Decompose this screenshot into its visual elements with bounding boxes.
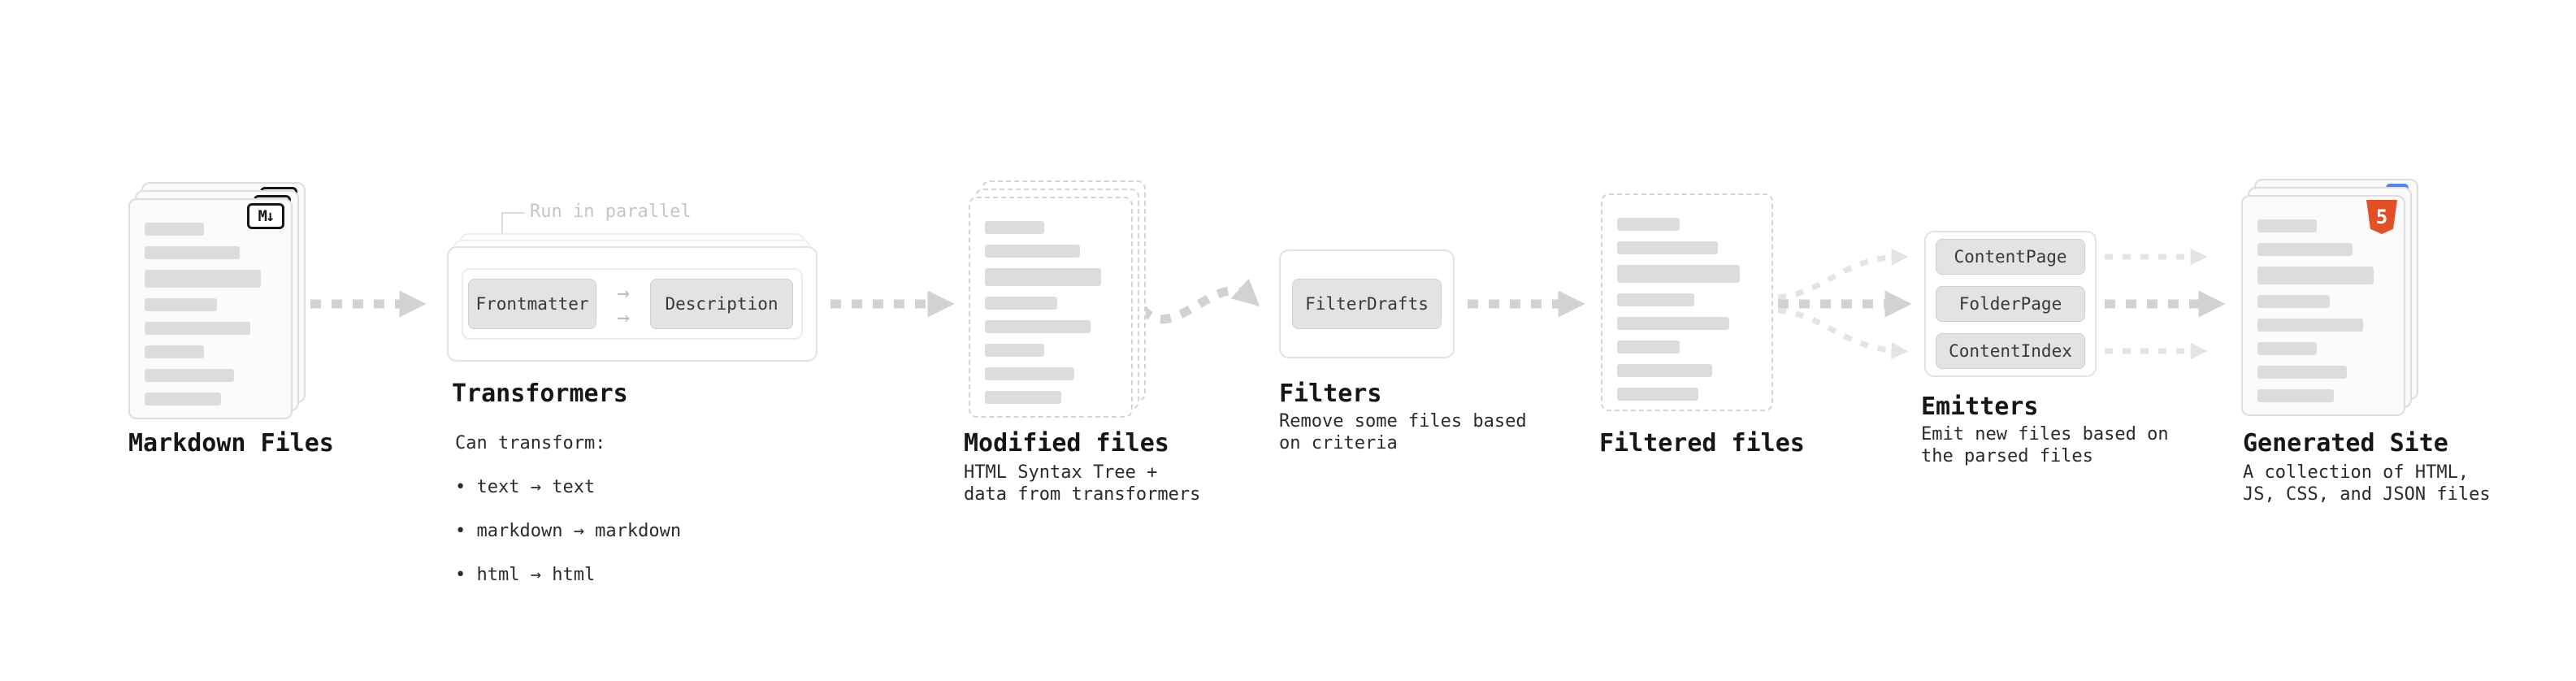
stack-layer (462, 268, 803, 340)
text-line (2257, 267, 2374, 284)
transform-bullet: • markdown → markdown (455, 521, 682, 541)
modified-files-description: HTML Syntax Tree + data from transformer… (964, 462, 1201, 505)
text-line (145, 246, 240, 259)
filtered-files-card (1601, 193, 1773, 411)
transformers-label: Transformers (452, 380, 628, 408)
text-line (1617, 364, 1712, 377)
text-line (985, 344, 1044, 357)
file-card-front: M↓ (128, 198, 293, 419)
generated-site-label: Generated Site (2243, 429, 2448, 458)
filters-description: Remove some files based on criteria (1279, 411, 1527, 453)
text-line (145, 298, 218, 311)
text-line (2257, 342, 2317, 355)
text-line (985, 245, 1080, 258)
text-line (145, 322, 250, 335)
arrow-modified-to-filters (1138, 278, 1260, 324)
arrow-filtered-to-emitter-bottom (1777, 307, 1909, 359)
emitters-label: Emitters (1921, 393, 2039, 421)
transform-bullet: • text → text (455, 477, 596, 497)
text-line (145, 369, 235, 382)
text-line (145, 393, 221, 406)
text-line (1617, 340, 1680, 354)
markdown-files-stack: M↓ M↓ M↓ (128, 182, 309, 423)
file-card-front (969, 197, 1133, 418)
file-content-lines (1617, 218, 1757, 401)
file-content-lines (2257, 219, 2389, 402)
text-line (1617, 317, 1729, 330)
text-line (2257, 295, 2331, 308)
file-card-front: 5 (2241, 195, 2405, 416)
arrow-right-icon: → (617, 306, 630, 330)
text-line (985, 297, 1058, 310)
modified-files-label: Modified files (964, 429, 1169, 458)
text-line (2257, 389, 2334, 402)
arrow-filtered-to-emitter-top (1777, 248, 1909, 301)
markdown-files-label: Markdown Files (128, 429, 334, 458)
filterdrafts-button: FilterDrafts (1292, 279, 1442, 329)
generated-site-stack: 5 (2241, 179, 2422, 419)
file-content-lines (145, 223, 276, 406)
contentindex-button: ContentIndex (1936, 333, 2085, 369)
text-line (145, 270, 261, 288)
arrow-right-icon: → (617, 281, 630, 306)
text-line (1617, 241, 1718, 254)
text-line (2257, 219, 2317, 232)
description-transformer-button: Description (650, 279, 793, 329)
text-line (2257, 319, 2363, 332)
text-line (985, 268, 1101, 286)
html5-icon: 5 (2366, 200, 2397, 234)
contentpage-button: ContentPage (1936, 239, 2085, 275)
markdown-icon: M↓ (247, 203, 284, 229)
text-line (1617, 265, 1741, 283)
text-line (985, 320, 1091, 333)
folderpage-button: FolderPage (1936, 286, 2085, 322)
generated-site-description: A collection of HTML, JS, CSS, and JSON … (2243, 462, 2491, 505)
text-line (2257, 243, 2353, 256)
text-line (985, 391, 1061, 404)
annotation-connector-line (501, 212, 525, 242)
text-line (1617, 218, 1680, 231)
filters-label: Filters (1279, 380, 1382, 408)
transformers-description: Can transform: • text → text • markdown … (455, 410, 681, 608)
text-line (985, 221, 1044, 234)
text-line (1617, 293, 1694, 306)
filtered-files-label: Filtered files (1599, 429, 1805, 458)
file-content-lines (985, 221, 1117, 404)
transformers-group: Run in parallel Frontmatter → → Descript… (447, 200, 817, 362)
emitters-description: Emit new files based on the parsed files (1921, 424, 2169, 466)
text-line (1617, 388, 1698, 401)
transform-bullet: • html → html (455, 565, 596, 585)
text-line (985, 367, 1075, 380)
text-line (2257, 366, 2348, 379)
text-line (145, 223, 204, 236)
transformers-note-title: Can transform: (455, 433, 606, 453)
modified-files-stack (969, 180, 1149, 421)
text-line (145, 345, 204, 358)
frontmatter-transformer-button: Frontmatter (468, 279, 596, 329)
run-in-parallel-label: Run in parallel (530, 202, 692, 222)
